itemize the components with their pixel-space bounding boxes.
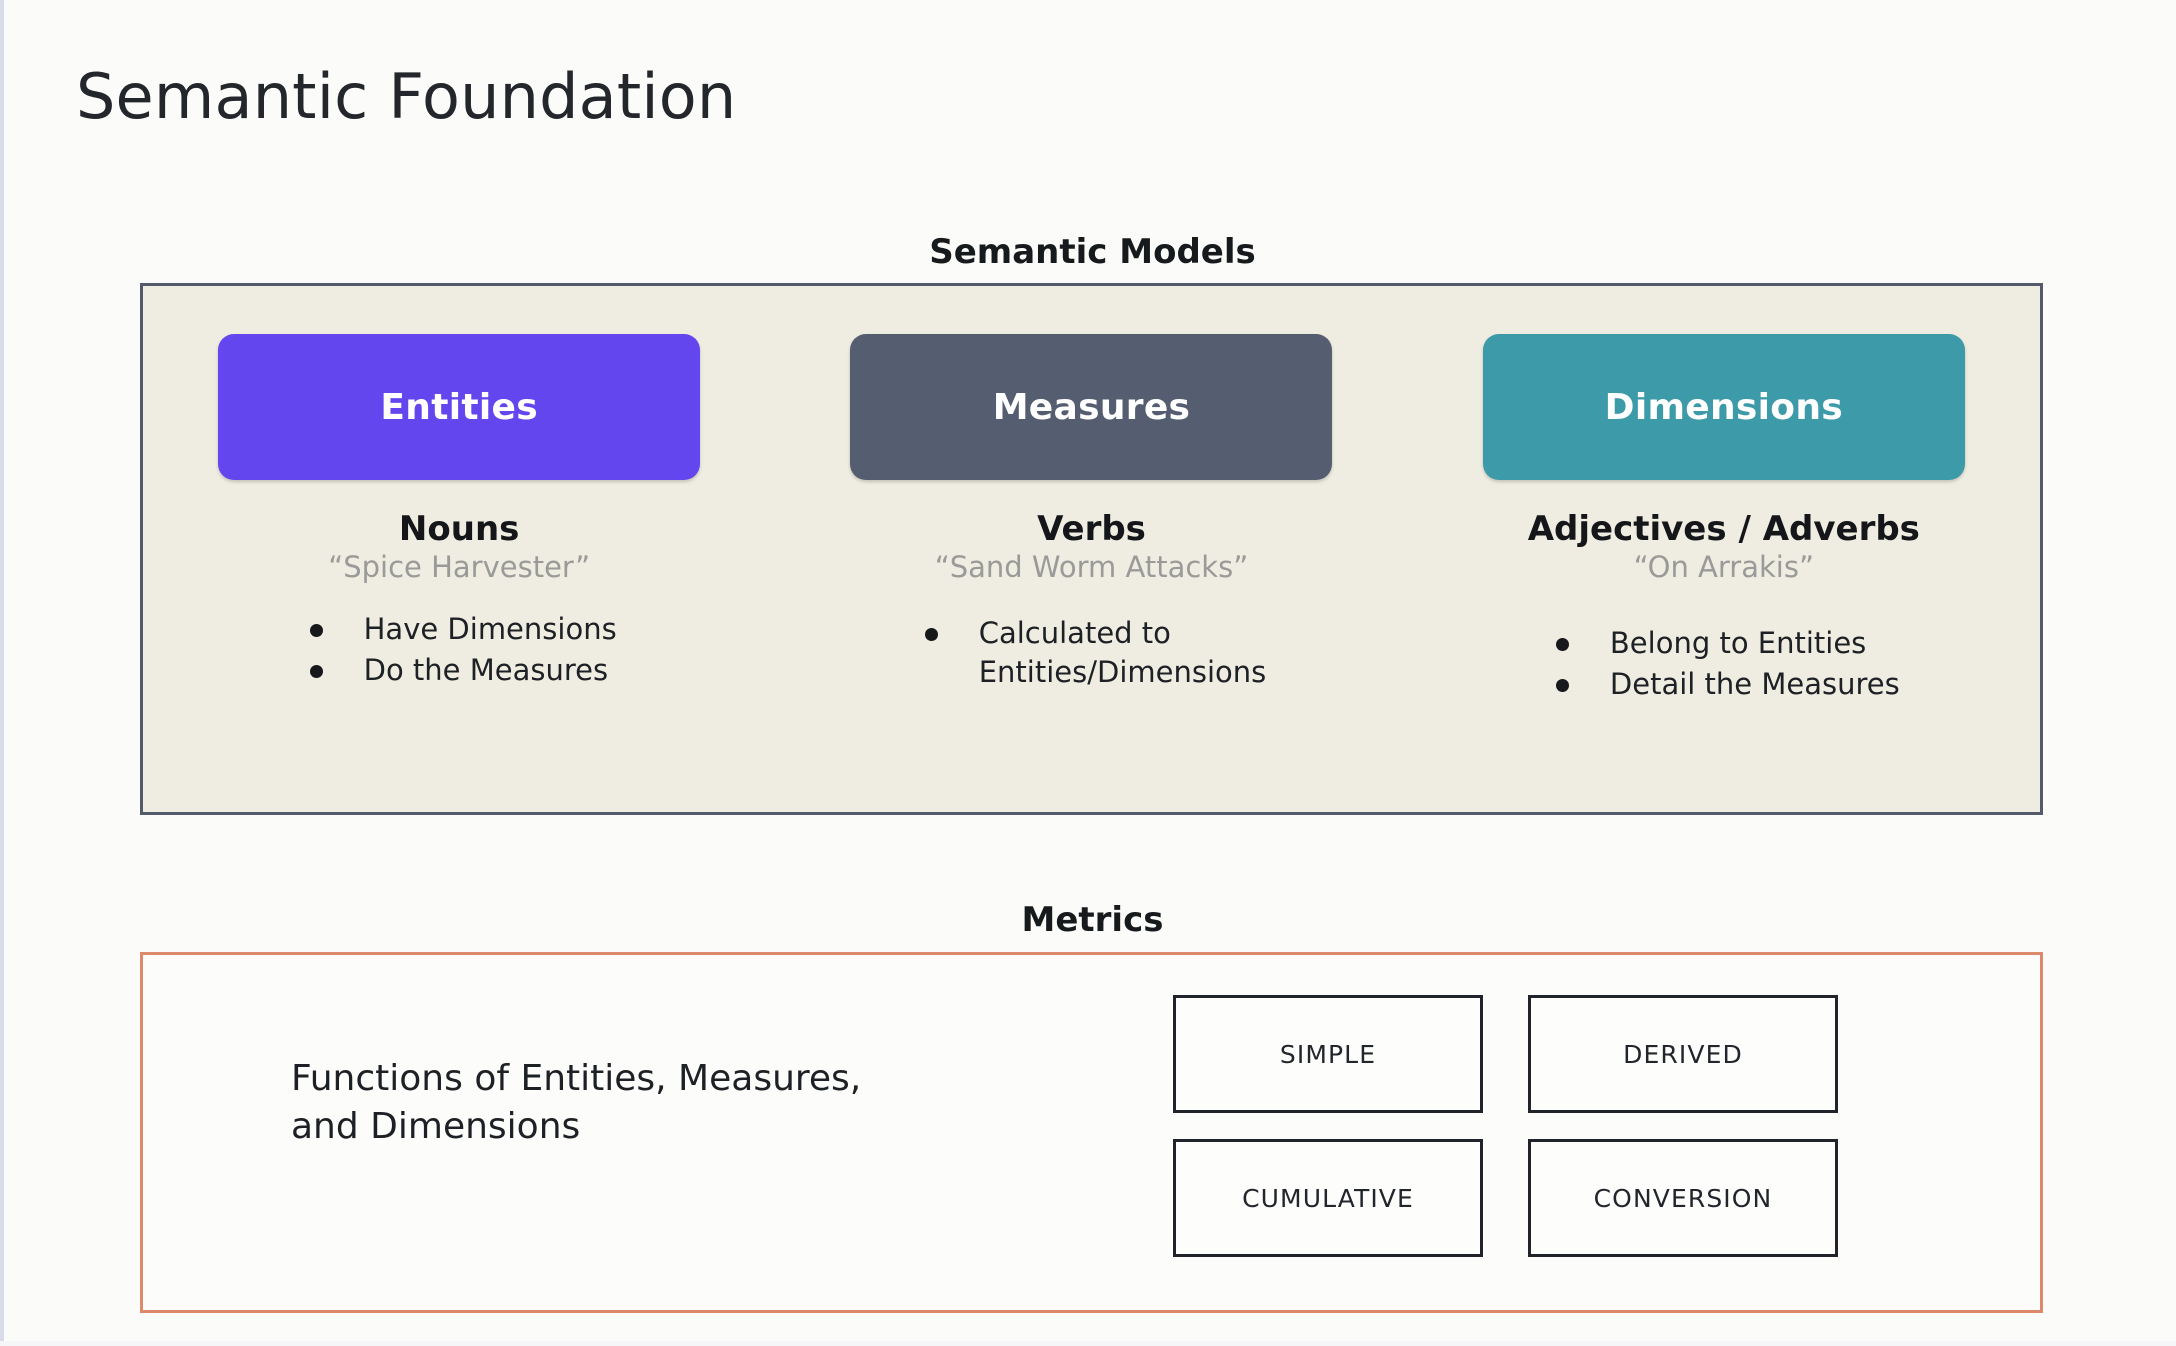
entities-role: Nouns — [398, 509, 520, 549]
left-edge-strip — [0, 0, 4, 1346]
list-item-label: Calculated to Entities/Dimensions — [978, 616, 1267, 689]
dimensions-example: “On Arrakis” — [1633, 550, 1814, 585]
list-item: Belong to Entities — [1548, 624, 1900, 663]
bullet-dot-icon — [924, 628, 938, 642]
bullet-dot-icon — [1555, 678, 1569, 692]
dimensions-role: Adjectives / Adverbs — [1527, 509, 1920, 549]
measures-pill[interactable]: Measures — [850, 334, 1333, 480]
bullet-dot-icon — [309, 664, 323, 678]
bullet-dot-icon — [309, 624, 323, 638]
entities-pill[interactable]: Entities — [218, 334, 701, 480]
dimensions-pill[interactable]: Dimensions — [1482, 334, 1965, 480]
measures-bullet-list: Calculated to Entities/Dimensions — [917, 614, 1267, 693]
list-item: Have Dimensions — [302, 610, 617, 649]
metric-type-cumulative[interactable]: CUMULATIVE — [1173, 1139, 1483, 1257]
measures-example: “Sand Worm Attacks” — [934, 550, 1249, 585]
list-item-label: Have Dimensions — [363, 612, 617, 647]
column-entities: Entities Nouns “Spice Harvester” Have Di… — [143, 334, 775, 691]
bottom-edge-strip — [0, 1341, 2176, 1346]
column-dimensions: Dimensions Adjectives / Adverbs “On Arra… — [1408, 334, 2040, 705]
metric-type-grid: SIMPLE DERIVED CUMULATIVE CONVERSION — [1173, 995, 1838, 1257]
metrics-description: Functions of Entities, Measures, and Dim… — [291, 1058, 862, 1148]
entities-example: “Spice Harvester” — [328, 550, 591, 585]
list-item-label: Detail the Measures — [1609, 666, 1900, 701]
metrics-heading: Metrics — [1021, 900, 1164, 940]
list-item-label: Do the Measures — [363, 652, 609, 687]
bullet-dot-icon — [1555, 638, 1569, 652]
list-item: Detail the Measures — [1548, 665, 1900, 704]
list-item: Do the Measures — [302, 651, 617, 690]
column-measures: Measures Verbs “Sand Worm Attacks” Calcu… — [775, 334, 1407, 693]
semantic-models-heading: Semantic Models — [929, 232, 1256, 272]
metric-type-derived[interactable]: DERIVED — [1528, 995, 1838, 1113]
measures-role: Verbs — [1037, 509, 1146, 549]
metric-type-conversion[interactable]: CONVERSION — [1528, 1139, 1838, 1257]
list-item: Calculated to Entities/Dimensions — [917, 614, 1267, 691]
semantic-models-columns: Entities Nouns “Spice Harvester” Have Di… — [143, 286, 2040, 812]
page-title: Semantic Foundation — [76, 60, 737, 133]
entities-bullet-list: Have Dimensions Do the Measures — [302, 610, 617, 691]
dimensions-bullet-list: Belong to Entities Detail the Measures — [1548, 624, 1900, 705]
semantic-models-panel: Entities Nouns “Spice Harvester” Have Di… — [140, 283, 2043, 815]
list-item-label: Belong to Entities — [1609, 626, 1867, 661]
metric-type-simple[interactable]: SIMPLE — [1173, 995, 1483, 1113]
metrics-panel: Functions of Entities, Measures, and Dim… — [140, 952, 2043, 1313]
